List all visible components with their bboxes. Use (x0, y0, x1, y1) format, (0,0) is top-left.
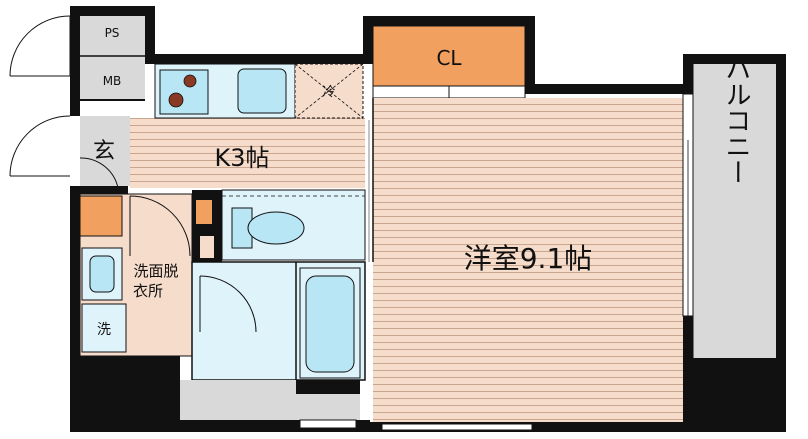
entrance-inner-door (79, 157, 119, 189)
toilet-bowl-icon (247, 211, 305, 245)
lower-shaft (296, 394, 360, 420)
bathtub-basin-icon (305, 275, 355, 373)
wall-right-upper (683, 54, 693, 94)
entrance-floor (80, 116, 130, 186)
fridge-cross (294, 63, 364, 119)
closet-label: CL (436, 46, 462, 70)
wall-bottom-block (668, 358, 786, 432)
wall-balcony-top (683, 54, 786, 64)
washbasin-bowl-icon (89, 255, 115, 293)
fridge-cross (294, 63, 364, 119)
bathroom-door (199, 275, 257, 333)
wall-cl-right (525, 16, 535, 94)
stove (159, 69, 209, 115)
wall-top-western (525, 84, 693, 94)
wall-cl-left (363, 16, 373, 64)
service-shaft-inner (196, 200, 212, 224)
mb-label: MB (103, 74, 122, 88)
wall-ps-right (145, 6, 155, 64)
wall-left-base (70, 356, 180, 432)
closet (372, 25, 526, 87)
entrance-door (9, 115, 71, 177)
wall-balcony-right (776, 54, 786, 359)
western-room-floor (373, 98, 683, 422)
fridge-label: 冷 (322, 85, 335, 100)
service-shaft-inner (200, 236, 214, 258)
wall-top-cl (363, 16, 535, 26)
wall-bottom-bath (296, 380, 360, 394)
balcony-label: バルコニー (721, 55, 751, 185)
lower-window (299, 419, 357, 429)
wall-entry-bottom (70, 186, 128, 194)
washroom-door (129, 195, 191, 257)
washroom-label-line1: 洗面脱 (133, 262, 178, 280)
kitchen-sink (237, 68, 287, 114)
ps-label: PS (105, 26, 120, 40)
western-window (381, 423, 533, 431)
washer-label: 洗 (97, 322, 111, 338)
stove-burner-icon (183, 74, 197, 88)
wall-ps-left (70, 6, 80, 116)
kitchen-label: K3帖 (214, 144, 269, 172)
washroom-label-line2: 衣所 (133, 282, 163, 300)
western-room-label: 洋室9.1帖 (464, 242, 593, 275)
wall-top-kitchen (145, 54, 370, 64)
hall-floor (180, 380, 296, 420)
shoe-storage (79, 195, 123, 237)
wall-left-lower (70, 186, 80, 432)
utility-door (9, 15, 71, 77)
balcony-floor (693, 64, 776, 358)
entrance-label: 玄 (93, 139, 115, 164)
stove-burner-icon (168, 92, 184, 108)
washer-space (81, 303, 127, 353)
walls (70, 6, 786, 432)
ps-mb-closet (80, 16, 145, 100)
wall-top-ps (70, 6, 154, 16)
kitchen-floor (130, 118, 365, 188)
